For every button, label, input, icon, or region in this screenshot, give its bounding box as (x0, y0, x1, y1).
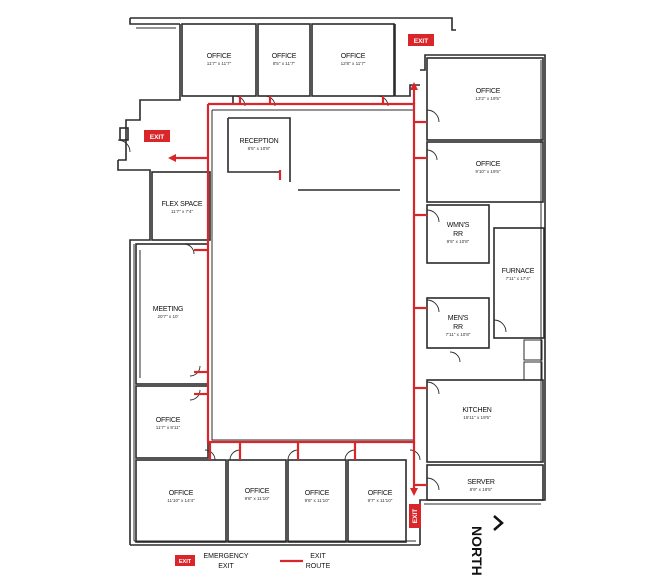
svg-text:EXIT: EXIT (179, 559, 192, 565)
exit-sign-se: EXIT (409, 504, 421, 528)
west-walls (117, 127, 211, 459)
east-walls (426, 57, 545, 501)
room-name: FURNACE (502, 268, 535, 275)
svg-text:EXIT: EXIT (412, 509, 419, 523)
central-area-walls (211, 109, 415, 441)
room-name-2: RR (453, 324, 463, 331)
room-name: OFFICE (169, 490, 194, 497)
svg-text:ROUTE: ROUTE (306, 563, 331, 570)
room-name: OFFICE (207, 53, 232, 60)
exit-arrow-west (168, 154, 176, 162)
room-dims: 11'7" x 11'7" (207, 61, 232, 66)
room-dims: 11'7" x 8'11" (156, 425, 181, 430)
room-name-2: RR (453, 231, 463, 238)
room-name: WMN'S (447, 222, 470, 229)
north-label: NORTH (469, 526, 485, 576)
north-compass: NORTH (469, 515, 504, 576)
room-name: FLEX SPACE (162, 201, 203, 208)
room-name: MEN'S (448, 315, 469, 322)
legend: EXIT EMERGENCY EXIT EXIT ROUTE (175, 553, 331, 570)
room-name: SERVER (467, 479, 495, 486)
room-dims: 8'5" x 11'7" (273, 61, 296, 66)
room-dims: 7'11" x 10'8" (446, 332, 471, 337)
room-dims: 9'6" x 11'10" (305, 498, 330, 503)
room-name: OFFICE (341, 53, 366, 60)
bottom-offices-walls (135, 449, 421, 543)
room-labels: OFFICE 11'7" x 11'7" OFFICE 8'5" x 11'7"… (153, 53, 535, 503)
room-dims: 8'9" x 19'5" (470, 487, 493, 492)
svg-text:EXIT: EXIT (218, 563, 234, 570)
room-dims: 9'10" x 19'5" (475, 169, 501, 174)
room-dims: 9'8" x 11'10" (245, 496, 270, 501)
room-name: OFFICE (305, 490, 330, 497)
legend-exit-route: EXIT ROUTE (280, 553, 331, 570)
room-dims: 9'7" x 11'10" (368, 498, 393, 503)
svg-text:EXIT: EXIT (310, 553, 326, 560)
room-name: OFFICE (245, 488, 270, 495)
room-dims: 11'7" x 7'4" (171, 209, 194, 214)
room-name: OFFICE (272, 53, 297, 60)
room-name: MEETING (153, 306, 184, 313)
room-name: OFFICE (476, 161, 501, 168)
room-name: OFFICE (156, 417, 181, 424)
exit-arrow-south (410, 488, 418, 496)
exit-route-loop (206, 102, 416, 444)
legend-emergency-exit: EXIT EMERGENCY EXIT (175, 553, 249, 570)
room-dims: 12'8" x 11'7" (341, 61, 366, 66)
room-name: KITCHEN (462, 407, 491, 414)
room-name: OFFICE (476, 88, 501, 95)
room-dims: 20'7" x 10' (157, 314, 178, 319)
room-dims: 9'5" x 10'8" (447, 239, 470, 244)
room-name: RECEPTION (239, 138, 278, 145)
room-dims: 13'2" x 19'5" (475, 96, 501, 101)
exit-arrow-north (410, 82, 418, 90)
exit-route (168, 82, 427, 496)
svg-text:EMERGENCY: EMERGENCY (203, 553, 248, 560)
room-dims: 7'11" x 17'4" (506, 276, 531, 281)
room-dims: 8'5" x 10'8" (248, 146, 271, 151)
north-arrow-icon (493, 515, 504, 531)
room-dims: 11'10" x 14'4" (167, 498, 195, 503)
svg-text:EXIT: EXIT (414, 38, 428, 45)
exit-sign-w: EXIT (144, 130, 170, 142)
exit-sign-ne: EXIT (408, 34, 434, 46)
room-name: OFFICE (368, 490, 393, 497)
room-dims: 15'11" x 19'5" (463, 415, 491, 420)
svg-text:EXIT: EXIT (150, 134, 164, 141)
